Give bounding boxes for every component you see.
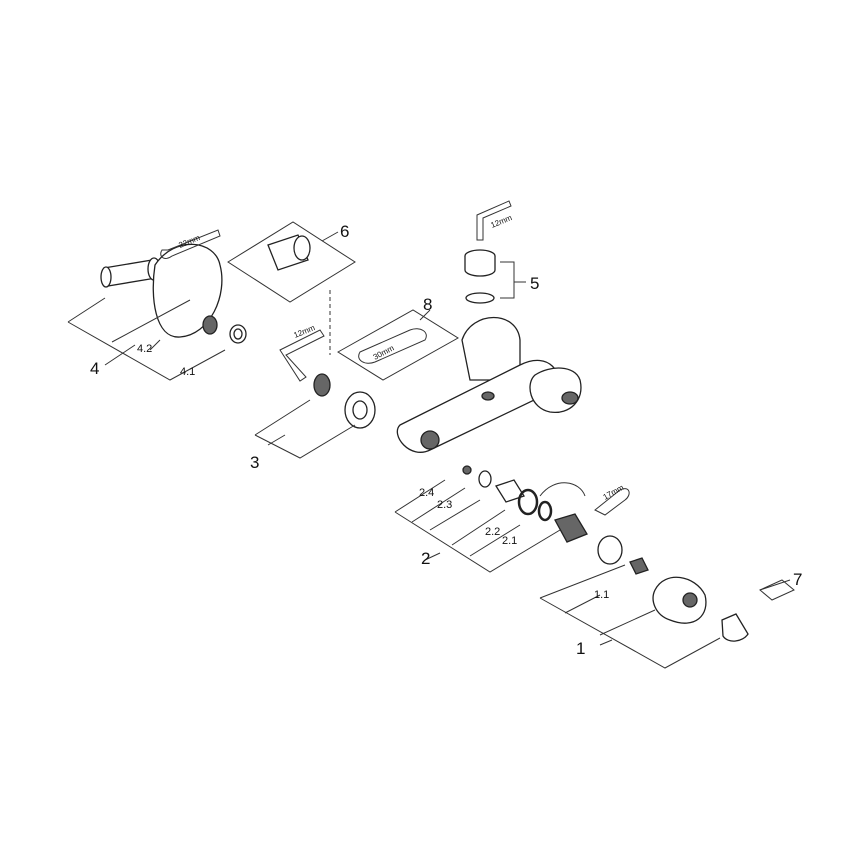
label-5: 5 (530, 274, 539, 293)
label-4-2: 4.2 (137, 343, 152, 355)
part-8-wrench-30mm: 30mm (337, 309, 459, 381)
part-6-extension (227, 221, 356, 355)
label-2: 2 (421, 549, 430, 568)
label-8: 8 (423, 295, 432, 314)
label-2-2: 2.2 (485, 526, 500, 538)
part-2-cartridge: 17mm (462, 465, 649, 575)
hex-key-top-label: 12mm (489, 213, 513, 230)
part-4-connector (100, 243, 247, 344)
label-3: 3 (250, 453, 259, 472)
label-6: 6 (340, 222, 349, 241)
wrench-30mm-label: 30mm (372, 343, 396, 362)
label-7: 7 (793, 570, 802, 589)
part-1-handle (652, 576, 795, 642)
label-2-1: 2.1 (502, 535, 517, 547)
label-4: 4 (90, 359, 99, 378)
part-3-nipple-nut (313, 373, 376, 429)
hex-key-12mm-icon: 12mm (279, 323, 325, 382)
label-1-1: 1.1 (594, 589, 609, 601)
leader-lines (67, 297, 791, 669)
label-4-1: 4.1 (180, 366, 195, 378)
wrench-17mm-label: 17mm (602, 483, 626, 502)
label-1: 1 (576, 639, 585, 658)
label-2-4: 2.4 (419, 487, 434, 499)
part-5-adapter: 12mm (464, 200, 526, 304)
mixer-body (396, 317, 582, 453)
label-2-3: 2.3 (437, 499, 452, 511)
